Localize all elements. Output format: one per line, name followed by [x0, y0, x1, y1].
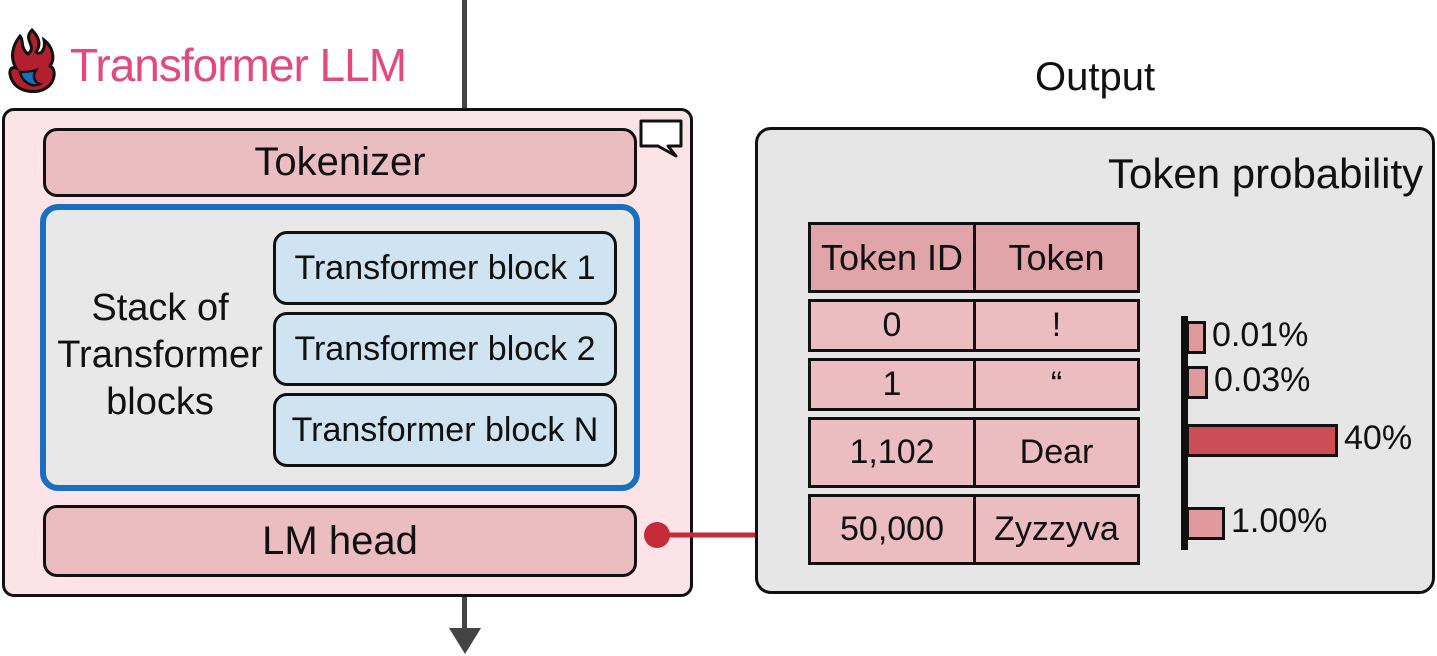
table-cell-token-id: 0 [808, 299, 976, 352]
cell-text: 1 [882, 365, 902, 403]
stack-label: Stack of Transformer blocks [55, 285, 265, 426]
output-title: Output [1035, 55, 1156, 99]
header-label: Token [1008, 236, 1105, 278]
table-header-token-id: Token ID [808, 222, 976, 293]
table-cell-token-id: 1,102 [808, 417, 976, 488]
table-cell-token-id: 1 [808, 358, 976, 411]
tokenizer-label: Tokenizer [254, 140, 426, 184]
cell-text: 1,102 [849, 433, 935, 471]
table-cell-token: Zyzzyva [973, 494, 1140, 565]
cell-text: Zyzzyva [994, 510, 1119, 548]
output-flow-line [462, 597, 467, 631]
transformer-block-2[interactable]: Transformer block 2 [273, 312, 617, 386]
cell-text: “ [1050, 365, 1063, 403]
transformer-block-1[interactable]: Transformer block 1 [273, 231, 617, 305]
cell-text: ! [1051, 306, 1062, 344]
token-probability-title: Token probability [1108, 150, 1424, 197]
flame-logo-icon [8, 28, 56, 93]
down-arrow-icon [449, 628, 481, 654]
block-label: Transformer block 1 [294, 248, 596, 287]
lm-head-label: LM head [262, 518, 418, 563]
probability-label: 1.00% [1231, 502, 1328, 540]
table-cell-token: Dear [973, 417, 1140, 488]
input-flow-line [462, 0, 467, 108]
probability-label: 0.01% [1212, 316, 1309, 354]
table-cell-token: “ [973, 358, 1140, 411]
table-cell-token-id: 50,000 [808, 494, 976, 565]
stack-label-line: Transformer [57, 334, 263, 376]
transformer-block-n[interactable]: Transformer block N [273, 393, 617, 467]
probability-bar [1186, 424, 1338, 457]
table-header-token: Token [973, 222, 1140, 293]
tokenizer-box[interactable]: Tokenizer [43, 128, 637, 197]
stack-label-line: blocks [106, 381, 214, 423]
block-label: Transformer block 2 [294, 329, 596, 368]
probability-axis [1181, 316, 1188, 550]
chat-bubble-icon [639, 119, 683, 158]
probability-label: 0.03% [1214, 361, 1311, 399]
llm-title: Transformer LLM [70, 39, 407, 91]
lm-head-box[interactable]: LM head [43, 505, 637, 577]
cell-text: 0 [882, 306, 902, 344]
probability-bar [1186, 366, 1208, 399]
block-label: Transformer block N [291, 410, 599, 449]
cell-text: Dear [1019, 433, 1094, 471]
probability-bar [1186, 321, 1206, 354]
header-label: Token ID [820, 236, 964, 278]
stack-label-line: Stack of [91, 287, 229, 329]
cell-text: 50,000 [840, 510, 944, 548]
probability-bar [1186, 507, 1225, 540]
table-cell-token: ! [973, 299, 1140, 352]
probability-label: 40% [1344, 419, 1413, 457]
